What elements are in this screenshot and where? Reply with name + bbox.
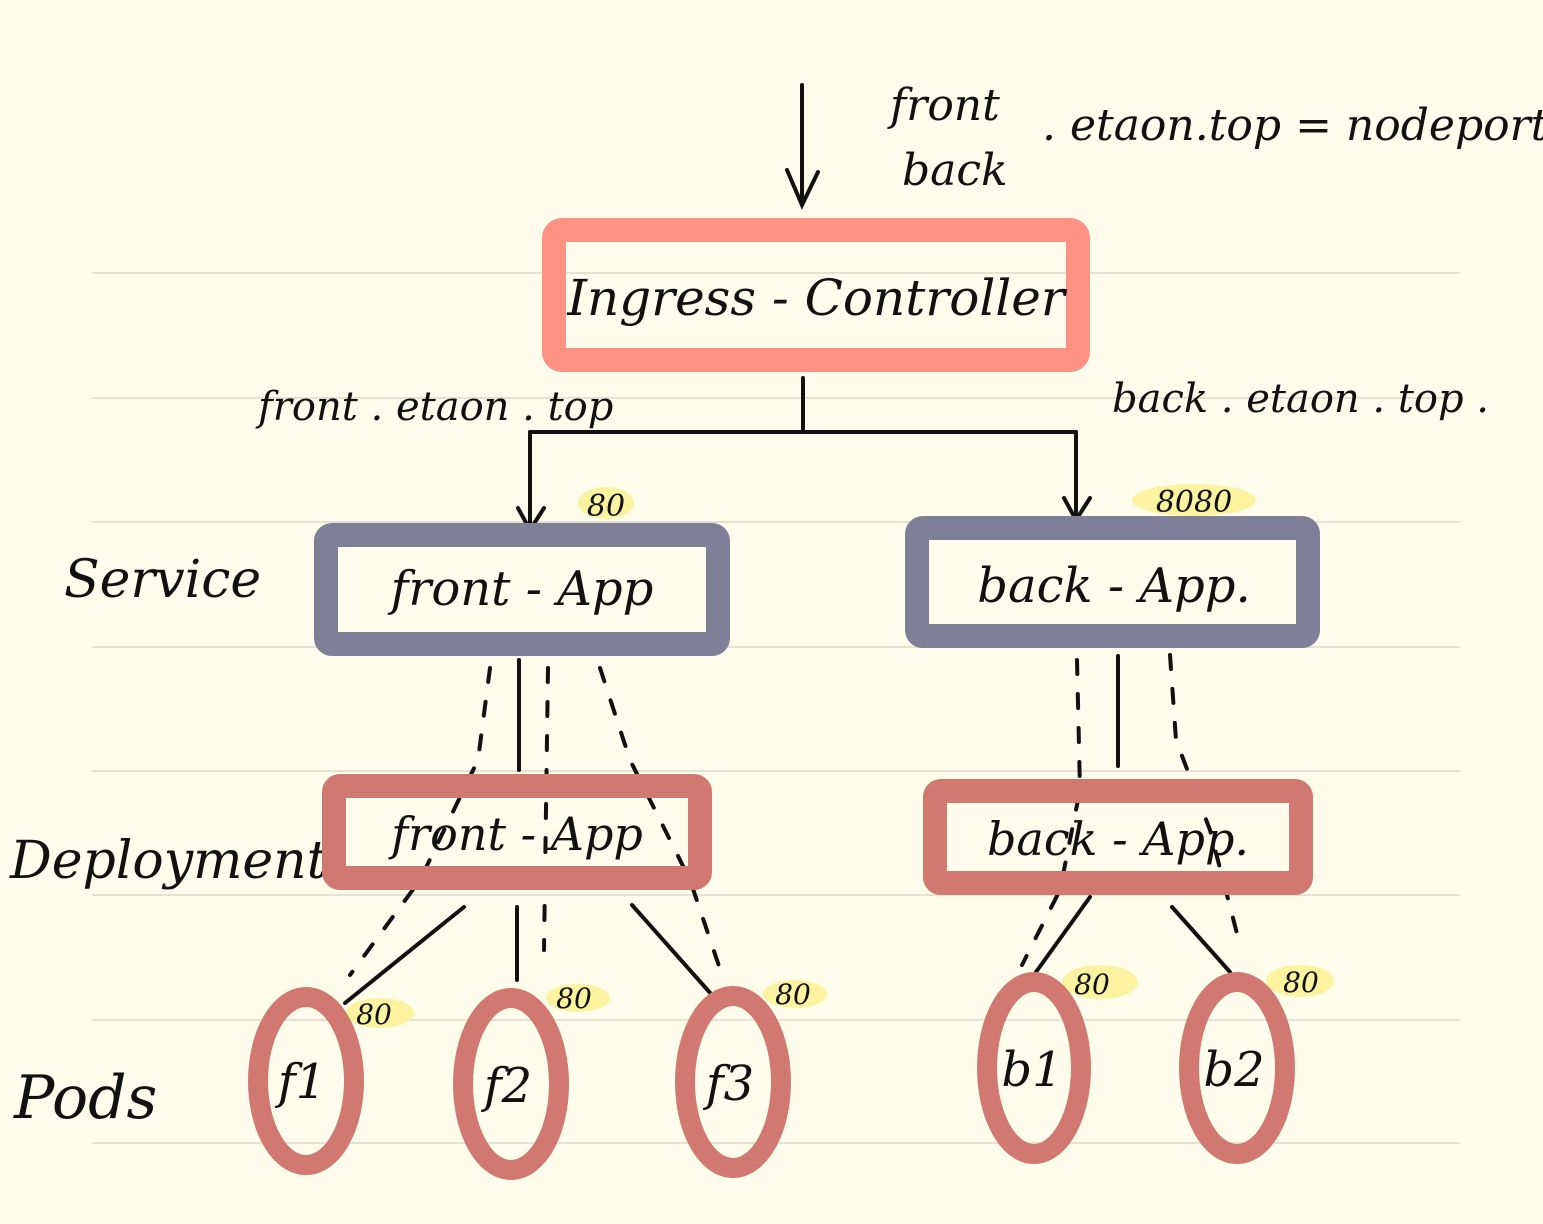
pod-f2-port-highlight bbox=[546, 984, 610, 1012]
pods: f1 f2 f3 b1 b2 bbox=[248, 972, 1295, 1180]
incoming-arrow bbox=[785, 83, 820, 210]
front-service-port: 80 bbox=[587, 489, 625, 524]
back-deployment-label: back - App. bbox=[987, 812, 1249, 866]
pod-b2 bbox=[1179, 972, 1295, 1164]
pod-f1-port-highlight bbox=[346, 998, 414, 1028]
back-deployment-box bbox=[923, 779, 1313, 895]
pod-f3-port: 80 bbox=[775, 978, 811, 1011]
pod-f2-port: 80 bbox=[556, 982, 592, 1015]
pod-f2-label: f2 bbox=[481, 1058, 532, 1114]
host-back-label: back bbox=[902, 145, 1008, 196]
host-front-label: front bbox=[887, 80, 1000, 131]
pod-f3 bbox=[675, 986, 791, 1178]
front-service-port-highlight bbox=[578, 487, 634, 519]
row-label-pods: Pods bbox=[13, 1063, 157, 1133]
front-service-box bbox=[314, 523, 730, 656]
pod-f3-label: f3 bbox=[703, 1056, 754, 1112]
pod-b1-port: 80 bbox=[1074, 968, 1110, 1001]
ingress-controller-box bbox=[542, 218, 1090, 372]
deployment-pod-links bbox=[343, 895, 1232, 1005]
domain-nodeport-label: . etaon.top = nodeport bbox=[1042, 100, 1543, 151]
back-route-host: back . etaon . top . bbox=[1112, 376, 1489, 422]
pod-b1-label: b1 bbox=[1001, 1042, 1062, 1098]
pod-b1 bbox=[977, 972, 1091, 1164]
back-service-label: back - App. bbox=[977, 558, 1250, 614]
pod-f1 bbox=[248, 987, 364, 1175]
back-service-port: 8080 bbox=[1156, 485, 1232, 520]
front-deployment-box bbox=[322, 774, 712, 890]
back-service-port-highlight bbox=[1132, 484, 1256, 516]
pod-b2-port: 80 bbox=[1283, 966, 1319, 999]
front-service-deployment-links bbox=[348, 658, 724, 977]
row-label-deployment: Deployment bbox=[9, 831, 328, 891]
pod-port-highlights bbox=[346, 965, 1334, 1028]
back-service-deployment-links bbox=[1020, 653, 1242, 967]
pod-b1-port-highlight bbox=[1062, 965, 1138, 999]
pod-f1-port: 80 bbox=[356, 998, 392, 1031]
front-route-host: front . etaon . top bbox=[255, 384, 613, 430]
row-label-service: Service bbox=[64, 550, 261, 610]
pod-f1-label: f1 bbox=[275, 1054, 326, 1110]
pod-b2-label: b2 bbox=[1203, 1042, 1264, 1098]
front-service-label: front - App bbox=[388, 561, 654, 617]
front-deployment-label: front - App bbox=[388, 807, 643, 861]
back-service-box bbox=[905, 516, 1320, 648]
pod-b2-port-highlight bbox=[1266, 965, 1334, 997]
pod-f2 bbox=[453, 988, 569, 1180]
pod-f3-port-highlight bbox=[763, 980, 827, 1008]
ingress-controller-label: Ingress - Controller bbox=[566, 269, 1068, 327]
